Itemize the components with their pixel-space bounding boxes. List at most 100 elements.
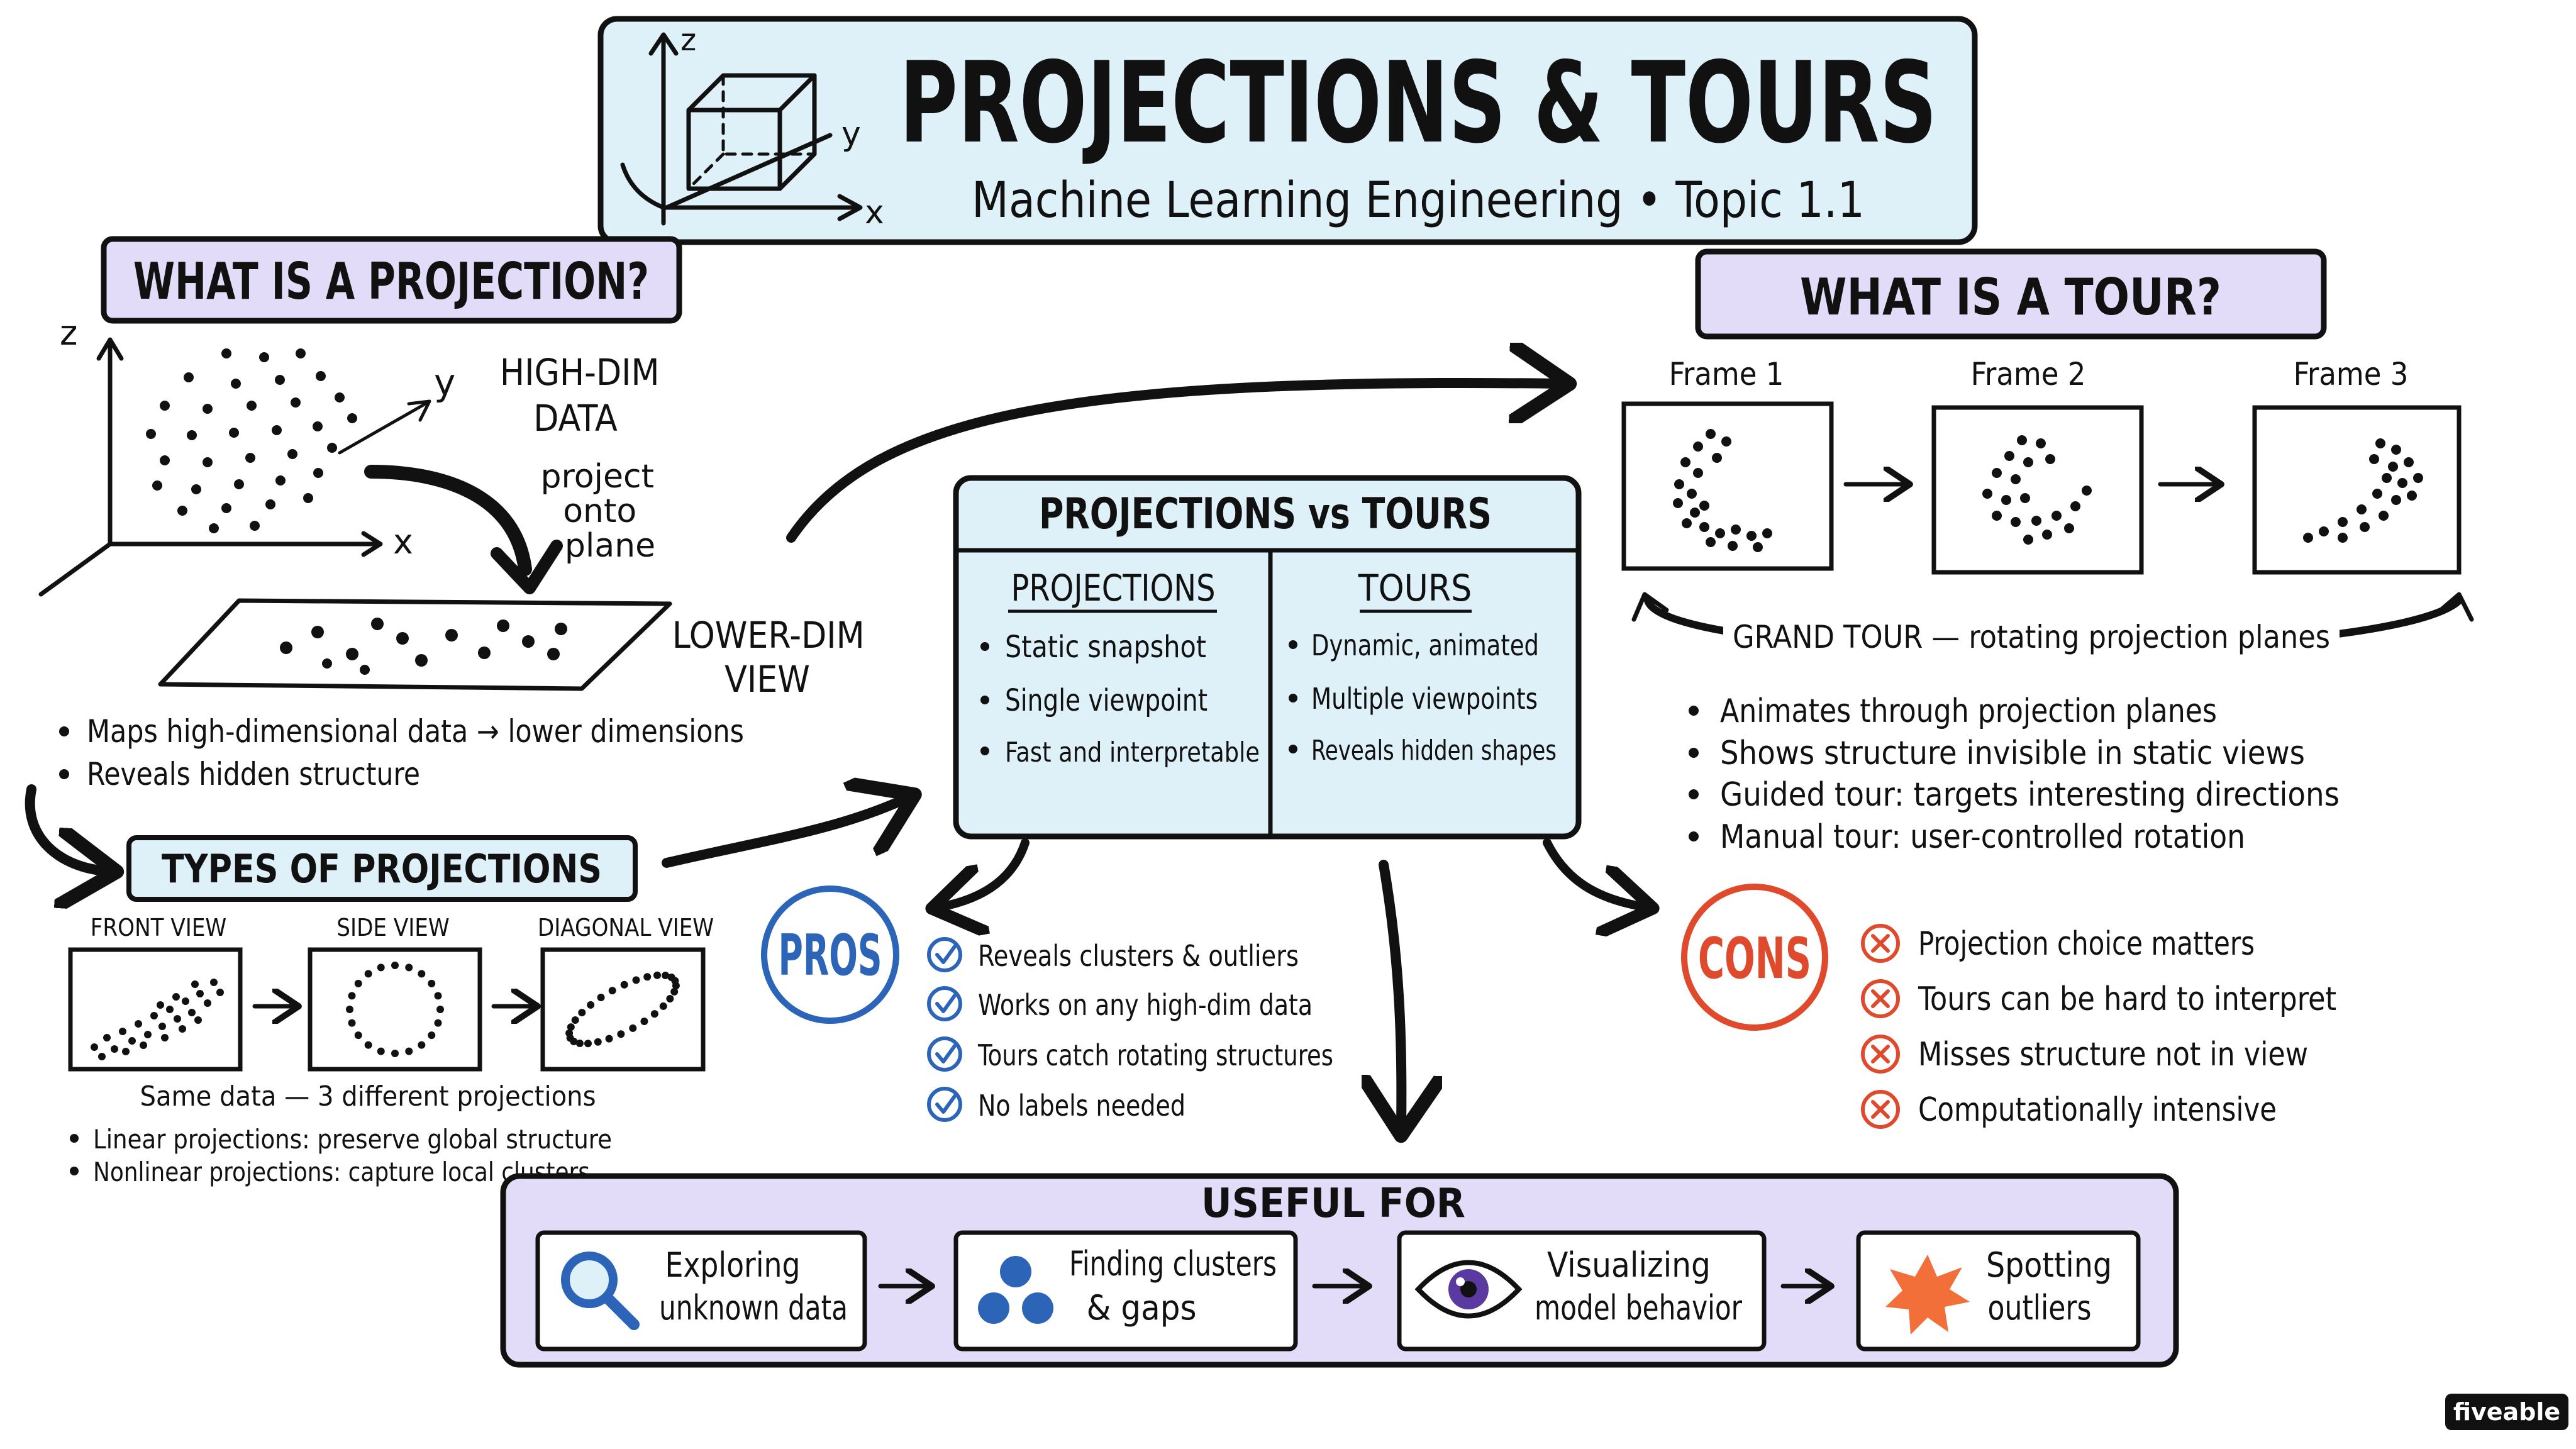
ellipse-point (594, 1038, 602, 1046)
page-subtitle: Machine Learning Engineering • Topic 1.1 (972, 172, 1865, 229)
pros-section: PROS Reveals clusters & outliers Works o… (761, 886, 1333, 1123)
x-icon (1871, 1100, 1890, 1119)
ring-point (354, 979, 362, 987)
check-icon (935, 1044, 957, 1063)
ring-point (405, 1047, 413, 1055)
types-heading: TYPES OF PROJECTIONS (162, 846, 602, 892)
tours-item: Reveals hidden shapes (1311, 735, 1557, 767)
title-banner: z y x PROJECTIONS & TOURS Machine Learni… (597, 16, 1978, 245)
ellipse-point (567, 1023, 575, 1031)
tour-bullet: Manual tour: user-controlled rotation (1720, 818, 2245, 856)
ellipse-point (672, 982, 680, 990)
x-icon (1871, 934, 1890, 953)
view-label: FRONT VIEW (91, 914, 226, 941)
page-title: PROJECTIONS & TOURS (899, 38, 1937, 168)
useful-card-visualizing: Visualizing model behavior (1397, 1230, 1767, 1352)
frame-label: Frame 3 (2294, 356, 2409, 392)
grand-tour-label: GRAND TOUR — rotating projection planes (1733, 619, 2330, 655)
svg-text:Spotting: Spotting (1986, 1245, 2112, 1285)
ring-point (391, 962, 399, 969)
comparison-table: PROJECTIONS vs TOURS PROJECTIONS TOURS S… (953, 475, 1582, 840)
comparison-title: PROJECTIONS vs TOURS (1039, 489, 1492, 539)
lower-dim-label: LOWER-DIM VIEW (672, 614, 875, 701)
ring-point (418, 970, 426, 978)
flow-arrow-to-cons (1543, 838, 1645, 907)
tours-column-heading: TOURS (1358, 567, 1472, 609)
check-icon (935, 1094, 957, 1114)
ellipse-point (578, 1009, 586, 1017)
ring-point (428, 1031, 436, 1040)
tours-item: Dynamic, animated (1311, 628, 1539, 662)
projections-item: Static snapshot (1005, 630, 1206, 665)
cons-section: CONS Projection choice matters Tours can… (1681, 884, 2336, 1129)
svg-text:unknown data: unknown data (659, 1288, 848, 1328)
svg-text:Visualizing: Visualizing (1547, 1245, 1711, 1285)
projection-axis-y: y (434, 361, 455, 404)
svg-text:Misses structure not in view: Misses structure not in view (1918, 1036, 2308, 1074)
flow-arrow-to-tour (786, 383, 1560, 543)
frame-label: Frame 1 (1669, 356, 1784, 392)
project-label: project onto plane (540, 458, 664, 565)
ellipse-point (565, 1029, 574, 1037)
ellipse-point (617, 1030, 625, 1038)
pros-item: Reveals clusters & outliers (927, 937, 1299, 973)
tour-frame-1 (1621, 401, 1834, 571)
ring-point (348, 1019, 356, 1027)
high-dim-point-cloud (146, 348, 357, 533)
high-dim-label: HIGH-DIM DATA (500, 351, 670, 440)
ring-point (364, 970, 372, 978)
ring-point (348, 992, 356, 1000)
tour-section: WHAT IS A TOUR? Frame 1 Frame 2 Frame 3 (1621, 248, 2474, 856)
svg-text:& gaps: & gaps (1087, 1288, 1197, 1328)
cons-item: Projection choice matters (1861, 924, 2255, 963)
svg-text:Exploring: Exploring (665, 1245, 801, 1285)
high-dim-axes: z y x (38, 313, 455, 597)
frame-label: Frame 2 (1971, 356, 2086, 392)
ellipse-point (605, 1035, 613, 1043)
tours-item: Multiple viewpoints (1311, 682, 1538, 716)
project-arrow-head (491, 540, 563, 594)
useful-card-exploring: Exploring unknown data (535, 1230, 867, 1352)
svg-text:No labels needed: No labels needed (978, 1089, 1185, 1123)
pros-label: PROS (779, 923, 882, 989)
projection-bullets: Maps high-dimensional data → lower dimen… (59, 713, 744, 792)
ellipse-point (575, 1039, 584, 1047)
ellipse-point (662, 972, 670, 980)
ellipse-point (659, 1002, 667, 1010)
pros-badge (761, 886, 899, 1024)
useful-heading: USEFUL FOR (1201, 1180, 1465, 1227)
projection-bullet: Reveals hidden structure (87, 756, 420, 792)
grand-tour-arrowhead (1631, 592, 1669, 622)
cons-item: Misses structure not in view (1861, 1035, 2308, 1074)
header-axis-x: x (865, 194, 884, 231)
fiveable-logo: fiveable (2445, 1394, 2568, 1430)
flow-arrow-to-pros (940, 838, 1030, 907)
projection-section: WHAT IS A PROJECTION? z y x HIGH-DIM DA (38, 236, 875, 792)
ellipse-point (667, 973, 675, 981)
useful-for-section: USEFUL FOR Exploring unknown data Findin… (500, 1173, 2179, 1368)
ellipse-point (620, 980, 628, 989)
check-icon (935, 945, 957, 964)
projections-item: Single viewpoint (1005, 683, 1208, 718)
check-icon (935, 994, 957, 1013)
cons-badge (1681, 884, 1828, 1031)
flow-arrow-to-useful (1384, 860, 1401, 1126)
ring-point (346, 1006, 353, 1013)
svg-text:Finding clusters: Finding clusters (1069, 1244, 1277, 1284)
flow-arrow-to-types (25, 784, 107, 871)
projection-axis-x: x (393, 522, 413, 562)
x-icon (1871, 1045, 1890, 1063)
pros-item: Works on any high-dim data (927, 986, 1313, 1022)
ring-point (418, 1041, 426, 1049)
projections-item: Fast and interpretable (1005, 736, 1260, 769)
cons-item: Computationally intensive (1861, 1090, 2277, 1129)
ellipse-point (571, 1016, 579, 1024)
ellipse-point (670, 987, 679, 996)
svg-text:Works on any high-dim data: Works on any high-dim data (978, 988, 1313, 1022)
view-label: SIDE VIEW (336, 914, 449, 941)
project-arrow (364, 465, 532, 576)
ellipse-point (629, 1024, 637, 1032)
ellipse-point (653, 971, 662, 979)
ring-point (377, 1047, 385, 1055)
